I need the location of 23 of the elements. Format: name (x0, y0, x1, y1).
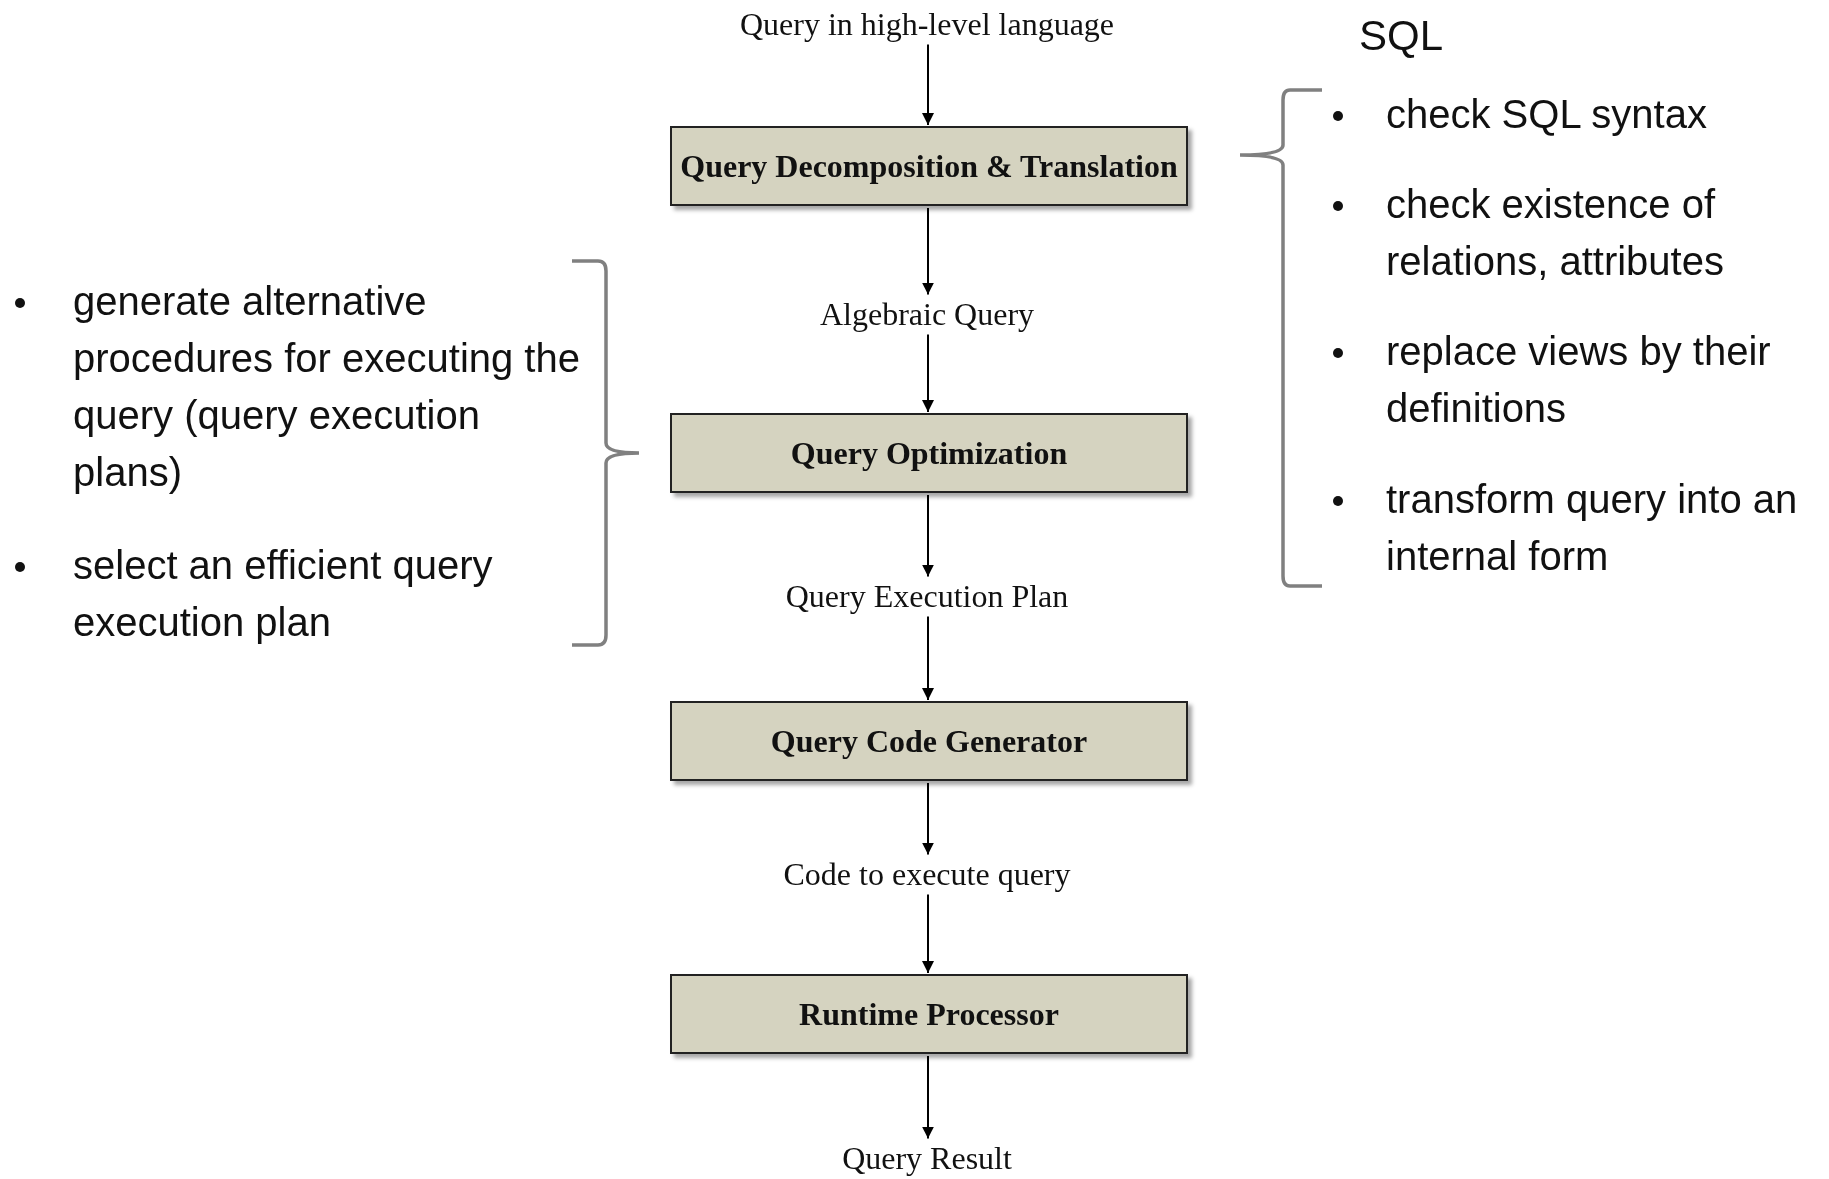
arrow (922, 207, 934, 296)
process-box (670, 126, 1188, 206)
process-title: Query Code Generator (770, 725, 1088, 757)
process-box (670, 701, 1188, 781)
process-title: Query Decomposition & Translation (680, 150, 1178, 182)
process-title: Query Optimization (790, 437, 1068, 469)
arrow (922, 1055, 934, 1140)
process-box (670, 974, 1188, 1054)
bullet-text: transform query into an internal form (1386, 476, 1799, 580)
bullet-text: check existence of relations, attributes (1386, 181, 1725, 285)
bullet-text: generate alternative procedures for executing the query (query execution plans) (73, 278, 581, 496)
arrow (922, 494, 934, 578)
arrow (922, 333, 934, 413)
process-box (670, 413, 1188, 493)
arrow (922, 893, 934, 974)
bullet-text: replace views by their definitions (1386, 328, 1772, 432)
arrow (922, 615, 934, 701)
heading-label: SQL (1359, 11, 1444, 61)
process-title: Runtime Processor (799, 998, 1059, 1030)
bullet-text: check SQL syntax (1386, 91, 1707, 138)
arrow (922, 43, 934, 126)
arrow (922, 782, 934, 856)
bullet-text: select an efficient query execution plan (73, 542, 494, 646)
